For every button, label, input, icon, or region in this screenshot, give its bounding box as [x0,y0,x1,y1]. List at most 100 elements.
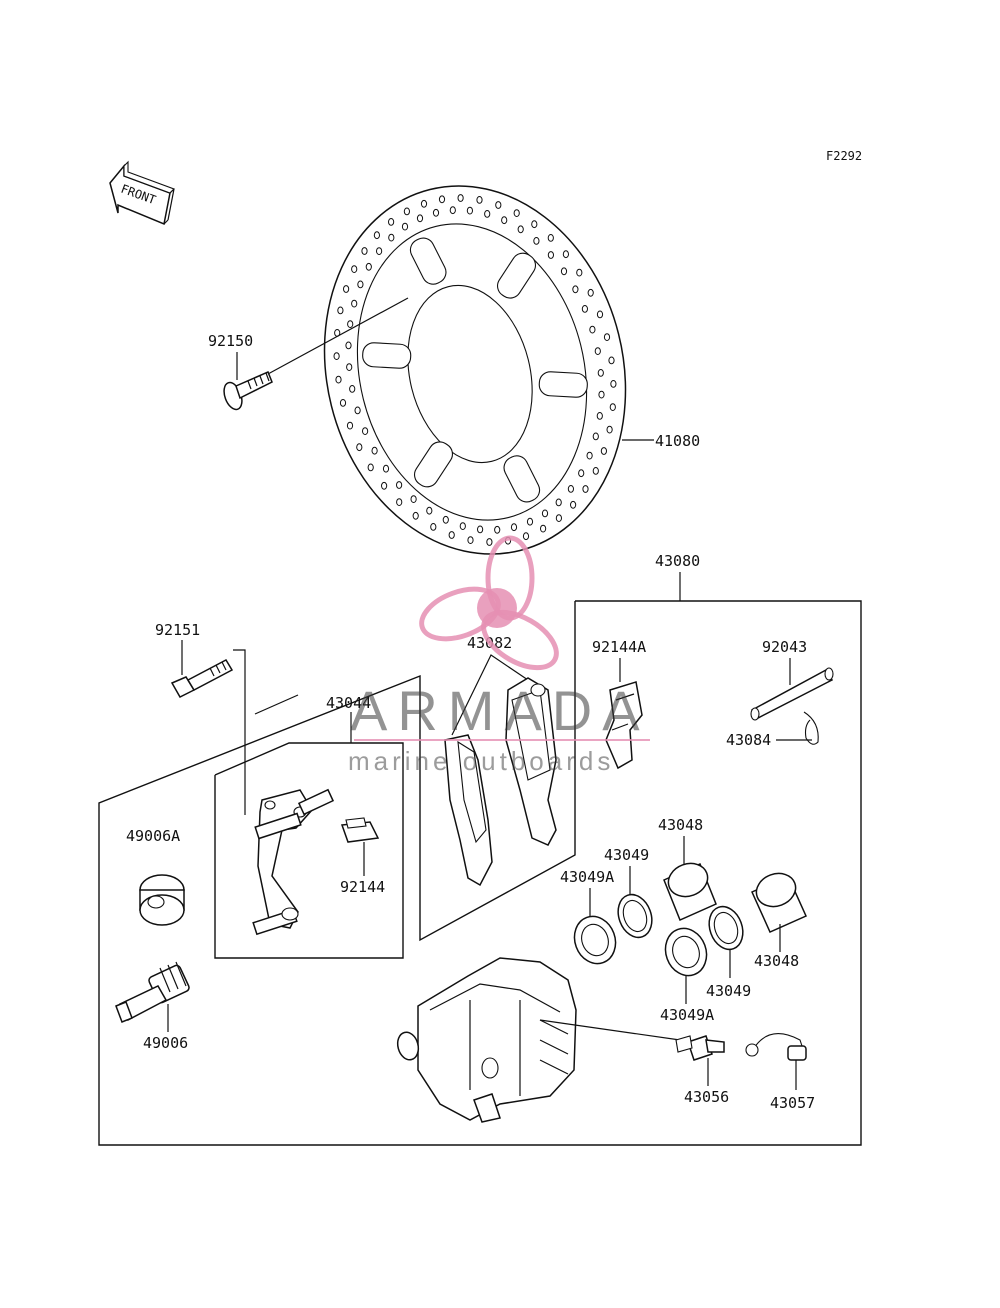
disc-hole [371,446,378,455]
slide-pin [115,961,190,1023]
disc-hole [526,517,534,526]
disc-hole [448,531,455,539]
disc-hole [449,206,456,215]
disc-hole [513,209,520,218]
disc-hole [388,233,395,242]
disc-hole [345,341,352,350]
diagram-code: F2292 [826,149,862,163]
dust-seal-left [573,915,617,965]
brake-pad-right [505,677,557,846]
disc-hole [582,485,589,493]
disc-hole [438,195,446,204]
part-label-92144[interactable]: 92144 [340,878,385,896]
disc-hole [396,498,403,507]
disc-hole [335,375,342,384]
disc-slot [362,342,412,369]
part-label-49006[interactable]: 49006 [143,1034,188,1052]
disc-hole [466,206,473,215]
disc-hole [586,451,593,460]
disc-hole [547,234,554,242]
disc-hole [517,225,524,234]
part-label-92144A[interactable]: 92144A [592,638,646,656]
disc-hole [587,288,594,297]
disc-hole [373,231,380,240]
disc-hole [594,347,601,356]
part-label-43049A-right[interactable]: 43049A [660,1006,714,1024]
brake-pad-left [444,734,493,887]
part-label-43049-left[interactable]: 43049 [604,846,649,864]
part-label-92150[interactable]: 92150 [208,332,253,350]
part-label-43057[interactable]: 43057 [770,1094,815,1112]
part-label-43049A-left[interactable]: 43049A [560,868,614,886]
bleeder-cap [745,1033,807,1061]
part-label-41080[interactable]: 41080 [655,432,700,450]
disc-hole [339,399,347,407]
bleeder-valve [675,1035,725,1061]
part-label-49006A[interactable]: 49006A [126,827,180,845]
disc-hole [354,406,361,415]
disc-hole [596,412,603,420]
disc-hole [562,250,570,259]
part-label-43084[interactable]: 43084 [726,731,771,749]
part-label-43056[interactable]: 43056 [684,1088,729,1106]
caliper-bracket [252,788,335,936]
disc-hole [596,310,604,319]
disc-bolt [223,371,273,411]
pad-spring-clip [340,817,380,843]
disc-hole [346,363,353,372]
disc-hole [401,222,409,231]
disc-hole [362,427,369,436]
disc-hole [598,390,605,399]
disc-slot [409,237,447,285]
disc-hole [547,251,555,259]
part-label-92151[interactable]: 92151 [155,621,200,639]
disc-hole [533,237,540,245]
part-label-43048-left[interactable]: 43048 [658,816,703,834]
disc-hole [609,403,616,412]
disc-hole [382,464,390,473]
disc-hole [420,199,428,208]
disc-hole [510,523,518,532]
disc-hole [351,265,358,274]
caliper-assembly-boundary [98,600,862,1146]
disc-hole [581,305,589,313]
part-label-92043[interactable]: 92043 [762,638,807,656]
disc-hole [343,285,350,293]
disc-hole [560,267,568,276]
disc-hole [522,532,530,541]
part-label-43080[interactable]: 43080 [655,552,700,570]
dust-seal-right [664,927,708,977]
bracket-assembly-boundary [214,742,404,959]
disc-hole [592,467,599,475]
disc-hole [430,523,437,531]
caliper-body [396,957,577,1123]
disc-hole [361,247,368,255]
disc-hole [531,220,538,229]
disc-hole [476,196,483,204]
disc-slot [503,455,541,503]
disc-hole [416,214,424,223]
disc-hole [608,356,615,365]
piston-seal-left [617,893,653,939]
disc-hole [603,333,611,342]
disc-hole [495,201,502,209]
disc-hole [376,247,383,256]
disc-hole [410,495,417,504]
disc-hole [337,306,344,315]
disc-hole [333,352,340,361]
disc-hole [572,285,579,294]
brake-disc [323,185,627,555]
part-label-43048-right[interactable]: 43048 [754,952,799,970]
part-label-43049-right[interactable]: 43049 [706,982,751,1000]
disc-hole [356,443,363,452]
part-label-43044[interactable]: 43044 [326,694,371,712]
dust-boot [139,874,185,926]
disc-hole [381,481,388,490]
watermark-tagline: marine outboards [348,746,614,776]
disc-hole [540,524,547,533]
disc-slot [496,252,537,299]
disc-hole [442,515,449,524]
disc-hole [457,194,464,202]
disc-hole [388,218,395,226]
